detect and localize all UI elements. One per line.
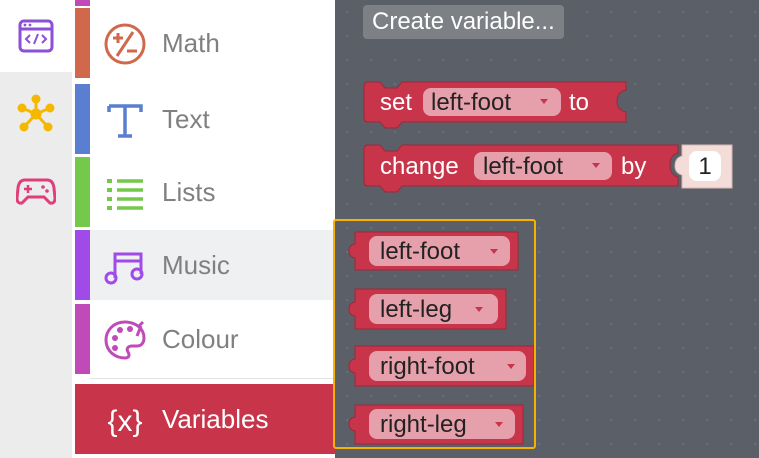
category-music[interactable]: Music (75, 230, 335, 300)
create-variable-button[interactable]: Create variable... (363, 5, 564, 39)
category-label: Variables (162, 403, 269, 434)
chevron-down-icon (507, 364, 515, 369)
variable-dropdown[interactable] (369, 351, 526, 381)
category-label: Text (162, 103, 210, 134)
category-variables[interactable]: {x} Variables (75, 384, 335, 454)
list-icon (107, 179, 143, 210)
chevron-down-icon (592, 163, 600, 168)
category-divider (90, 378, 335, 379)
change-variable-block[interactable]: change left-foot by 1 (363, 144, 733, 193)
music-icon (104, 252, 144, 285)
extensions-icon[interactable] (0, 78, 72, 150)
math-icon (104, 23, 146, 65)
svg-text:{x}: {x} (107, 405, 142, 438)
palette-icon (104, 320, 146, 360)
variable-reporter-right-leg[interactable]: right-leg (348, 404, 524, 445)
variable-reporter-right-foot[interactable]: right-foot (348, 345, 535, 387)
code-editor-icon[interactable] (0, 0, 72, 72)
category-math[interactable]: Math (75, 8, 335, 78)
variable-name: left-foot (380, 238, 460, 265)
variable-dropdown[interactable] (369, 409, 515, 439)
variable-name: left-leg (380, 296, 452, 323)
variable-dropdown[interactable] (369, 236, 510, 266)
variable-dropdown[interactable] (369, 294, 498, 324)
braces-icon: {x} (107, 405, 142, 438)
text-icon (107, 104, 143, 138)
variable-dropdown[interactable] (423, 88, 561, 116)
chevron-down-icon (490, 249, 498, 254)
category-colour[interactable]: Colour (75, 304, 335, 374)
partial-category-stripe (75, 0, 90, 6)
rail-divider (72, 0, 75, 458)
number-input[interactable] (689, 151, 721, 181)
variable-name: right-foot (380, 353, 475, 380)
variable-reporter-left-foot[interactable]: left-foot (348, 231, 519, 271)
side-rail (0, 0, 72, 458)
by-keyword: by (621, 153, 646, 180)
number-value: 1 (698, 153, 711, 180)
dropdown-value: left-foot (483, 153, 563, 180)
variable-dropdown[interactable] (474, 152, 612, 180)
category-label: Colour (162, 323, 239, 354)
chevron-down-icon (475, 307, 483, 312)
variable-reporter-left-leg[interactable]: left-leg (348, 288, 507, 330)
gamepad-icon[interactable] (0, 154, 72, 226)
dropdown-value: left-foot (431, 89, 511, 116)
variable-name: right-leg (380, 411, 467, 438)
category-lists[interactable]: Lists (75, 157, 335, 227)
category-label: Music (162, 249, 230, 280)
set-keyword: set (380, 89, 412, 116)
category-label: Math (162, 27, 220, 58)
to-keyword: to (569, 89, 589, 116)
category-text[interactable]: Text (75, 84, 335, 154)
chevron-down-icon (540, 99, 548, 104)
change-keyword: change (380, 153, 459, 180)
toolbox-categories: Math Text Lists Music (75, 0, 335, 458)
chevron-down-icon (495, 422, 503, 427)
category-label: Lists (162, 176, 216, 207)
set-variable-block[interactable]: set left-foot to (363, 81, 627, 129)
